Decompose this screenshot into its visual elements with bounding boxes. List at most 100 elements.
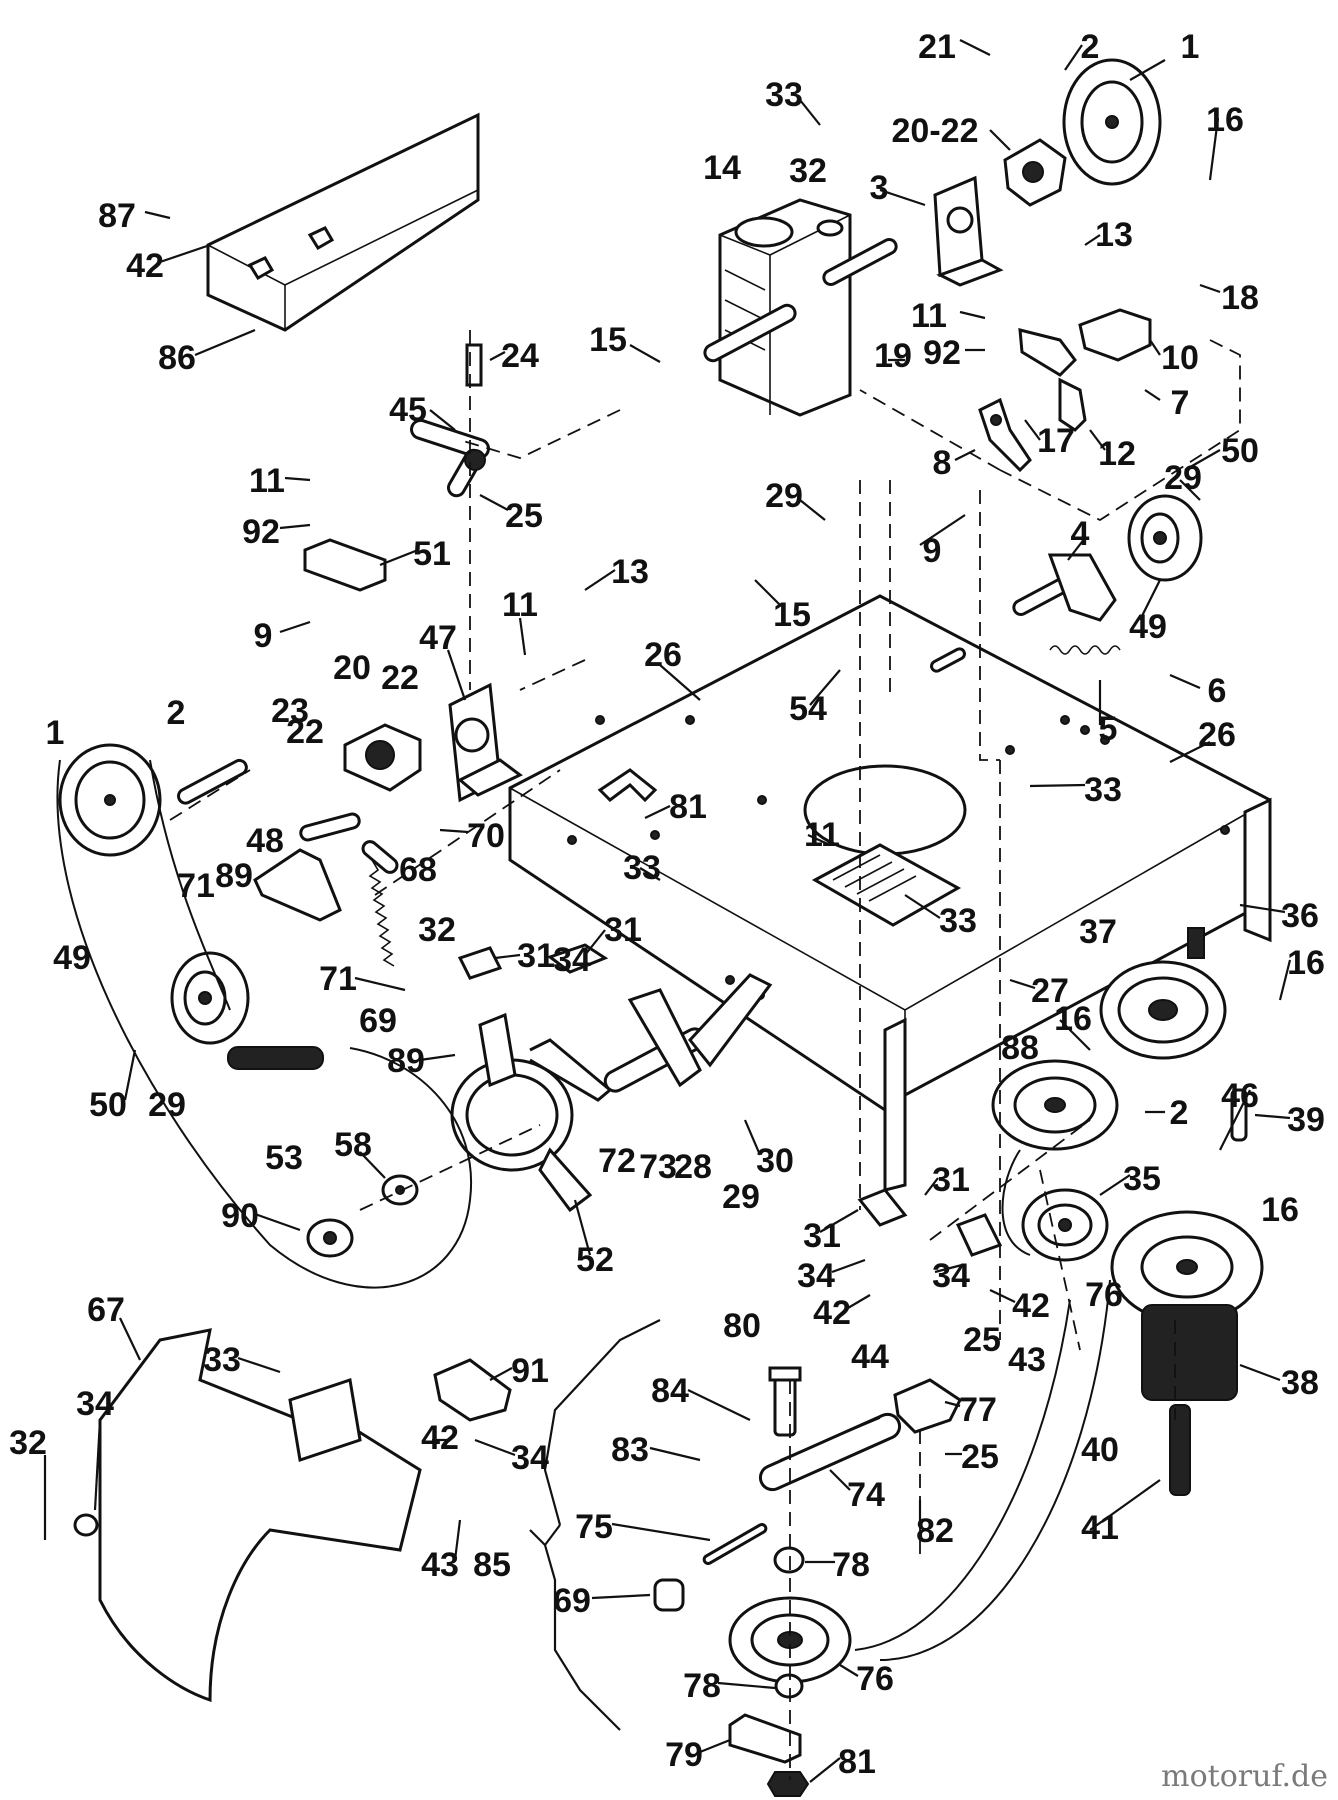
callout-24: 24 — [501, 337, 539, 375]
spring-68 — [361, 840, 399, 967]
callout-25: 25 — [963, 1321, 1001, 1359]
key-39 — [1230, 1088, 1248, 1142]
callout-89: 89 — [215, 857, 253, 895]
callout-28: 28 — [674, 1148, 712, 1186]
bracket-47 — [448, 682, 523, 803]
axle-bracket-4 — [1012, 553, 1117, 622]
callout-86: 86 — [158, 339, 196, 377]
callout-16: 16 — [1287, 944, 1325, 982]
callout-15: 15 — [773, 596, 811, 634]
callout-92: 92 — [923, 334, 961, 372]
callout-89: 89 — [387, 1042, 425, 1080]
callout-2: 2 — [167, 694, 186, 732]
callout-2: 2 — [1170, 1094, 1189, 1132]
bolt-41 — [1169, 1404, 1191, 1496]
callout-92: 92 — [242, 513, 280, 551]
callout-41: 41 — [1081, 1509, 1119, 1547]
callout-38: 38 — [1281, 1364, 1319, 1402]
callout-53: 53 — [265, 1139, 303, 1177]
callout-43: 43 — [1008, 1341, 1046, 1379]
callout-46: 46 — [1221, 1077, 1259, 1115]
callout-29: 29 — [722, 1178, 760, 1216]
callout-31: 31 — [517, 937, 555, 975]
callout-84: 84 — [651, 1372, 689, 1410]
nut-81 — [766, 1771, 810, 1797]
callout-58: 58 — [334, 1126, 372, 1164]
angle-bracket-86 — [206, 112, 480, 332]
bracket-91 — [433, 1358, 512, 1422]
chassis-frame — [508, 594, 1272, 1192]
callout-37: 37 — [1079, 913, 1117, 951]
brake-band-52 — [450, 1012, 593, 1213]
callout-32: 32 — [9, 1424, 47, 1462]
bracket-79 — [728, 1713, 802, 1764]
callout-20: 20 — [333, 649, 371, 687]
callout-13: 13 — [611, 553, 649, 591]
rod-75 — [702, 1523, 768, 1565]
callout-1: 1 — [1181, 28, 1200, 66]
callout-29: 29 — [765, 477, 803, 515]
callout-33: 33 — [203, 1341, 241, 1379]
callout-47: 47 — [419, 619, 457, 657]
callout-32: 32 — [418, 911, 456, 949]
callout-2: 2 — [1081, 28, 1100, 66]
callout-75: 75 — [575, 1508, 613, 1546]
clutch-38 — [1110, 1210, 1264, 1401]
callout-34: 34 — [932, 1257, 970, 1295]
callout-33: 33 — [939, 902, 977, 940]
callout-12: 12 — [1098, 435, 1136, 473]
callout-82: 82 — [916, 1512, 954, 1550]
callout-34: 34 — [553, 941, 591, 979]
watermark-name: motoruf — [1161, 1759, 1282, 1794]
callout-11: 11 — [249, 462, 285, 500]
callout-70: 70 — [467, 817, 505, 855]
callout-16: 16 — [1206, 101, 1244, 139]
callout-31: 31 — [604, 911, 642, 949]
callout-36: 36 — [1281, 897, 1319, 935]
callout-35: 35 — [1123, 1160, 1161, 1198]
bolt-80 — [768, 1366, 802, 1437]
wheel-left — [170, 951, 250, 1045]
callout-81: 81 — [669, 788, 707, 826]
callout-18: 18 — [1221, 279, 1259, 317]
callout-11: 11 — [804, 816, 840, 854]
lever-48 — [253, 812, 361, 922]
bracket-31a — [457, 946, 503, 980]
callout-7: 7 — [1171, 384, 1190, 422]
callout-71: 71 — [319, 960, 357, 998]
belts — [56, 759, 1111, 1661]
callout-25: 25 — [505, 497, 543, 535]
callout-71: 71 — [177, 867, 215, 905]
callout-23: 23 — [271, 692, 309, 730]
callout-15: 15 — [589, 321, 627, 359]
callout-50: 50 — [1221, 432, 1259, 470]
callout-9: 9 — [923, 532, 942, 570]
callout-78: 78 — [832, 1546, 870, 1584]
spring-5 — [1049, 645, 1121, 655]
gearbox — [703, 198, 898, 417]
callout-1: 1 — [46, 714, 65, 752]
callout-6: 6 — [1208, 672, 1227, 710]
callout-31: 31 — [803, 1217, 841, 1255]
link-73 — [529, 1038, 613, 1102]
assembly-lines — [169, 330, 1241, 1780]
callout-22: 22 — [381, 659, 419, 697]
callout-91: 91 — [511, 1352, 549, 1390]
callout-21: 21 — [918, 28, 956, 66]
callout-43: 43 — [421, 1546, 459, 1584]
callout-50: 50 — [89, 1086, 127, 1124]
callout-72: 72 — [598, 1142, 636, 1180]
callout-74: 74 — [847, 1476, 885, 1514]
callout-69: 69 — [359, 1002, 397, 1040]
callout-29: 29 — [148, 1086, 186, 1124]
flange-20-22 — [343, 723, 422, 792]
bracket-31d — [955, 1213, 1003, 1257]
callout-45: 45 — [389, 391, 427, 429]
top-pulley — [1062, 58, 1166, 186]
callout-8: 8 — [933, 444, 952, 482]
callout-80: 80 — [723, 1307, 761, 1345]
callout-29: 29 — [1164, 459, 1202, 497]
lever-8 — [978, 397, 1032, 473]
